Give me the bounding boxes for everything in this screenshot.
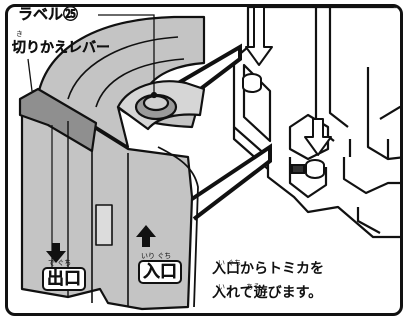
instruction-line1: 入口からトミカを xyxy=(212,261,324,277)
label-sticker-callout: ラベル㉕ xyxy=(18,5,79,23)
stud-upper xyxy=(242,73,262,93)
instruction-line2: 入れて遊びます。 xyxy=(212,285,323,301)
arrow-lower xyxy=(304,118,332,156)
ruby-line1: い ぐち xyxy=(218,259,242,267)
label-pointers xyxy=(27,14,158,99)
ruby-exit: で ぐち xyxy=(48,259,72,267)
arrow-up-icon xyxy=(136,225,156,247)
lever-callout: 切りかえレバー xyxy=(10,35,112,59)
entrance-label: 入口 xyxy=(138,260,182,284)
ruby-lever: き xyxy=(16,30,23,38)
exit-label: 出口 xyxy=(42,267,86,291)
stud-lower xyxy=(291,159,325,179)
arrow-down-icon xyxy=(46,243,66,263)
ruby-entrance: いり ぐち xyxy=(141,252,172,260)
ruby-line2: い あそ xyxy=(218,283,260,291)
illustration-frame: ラベル㉕ き 切りかえレバー で ぐち 出口 いり ぐち 入口 い ぐち 入口か… xyxy=(5,4,403,316)
arrow-upper xyxy=(245,7,273,66)
instruction-text: い ぐち 入口からトミカを い あそ 入れて遊びます。 xyxy=(212,257,324,305)
